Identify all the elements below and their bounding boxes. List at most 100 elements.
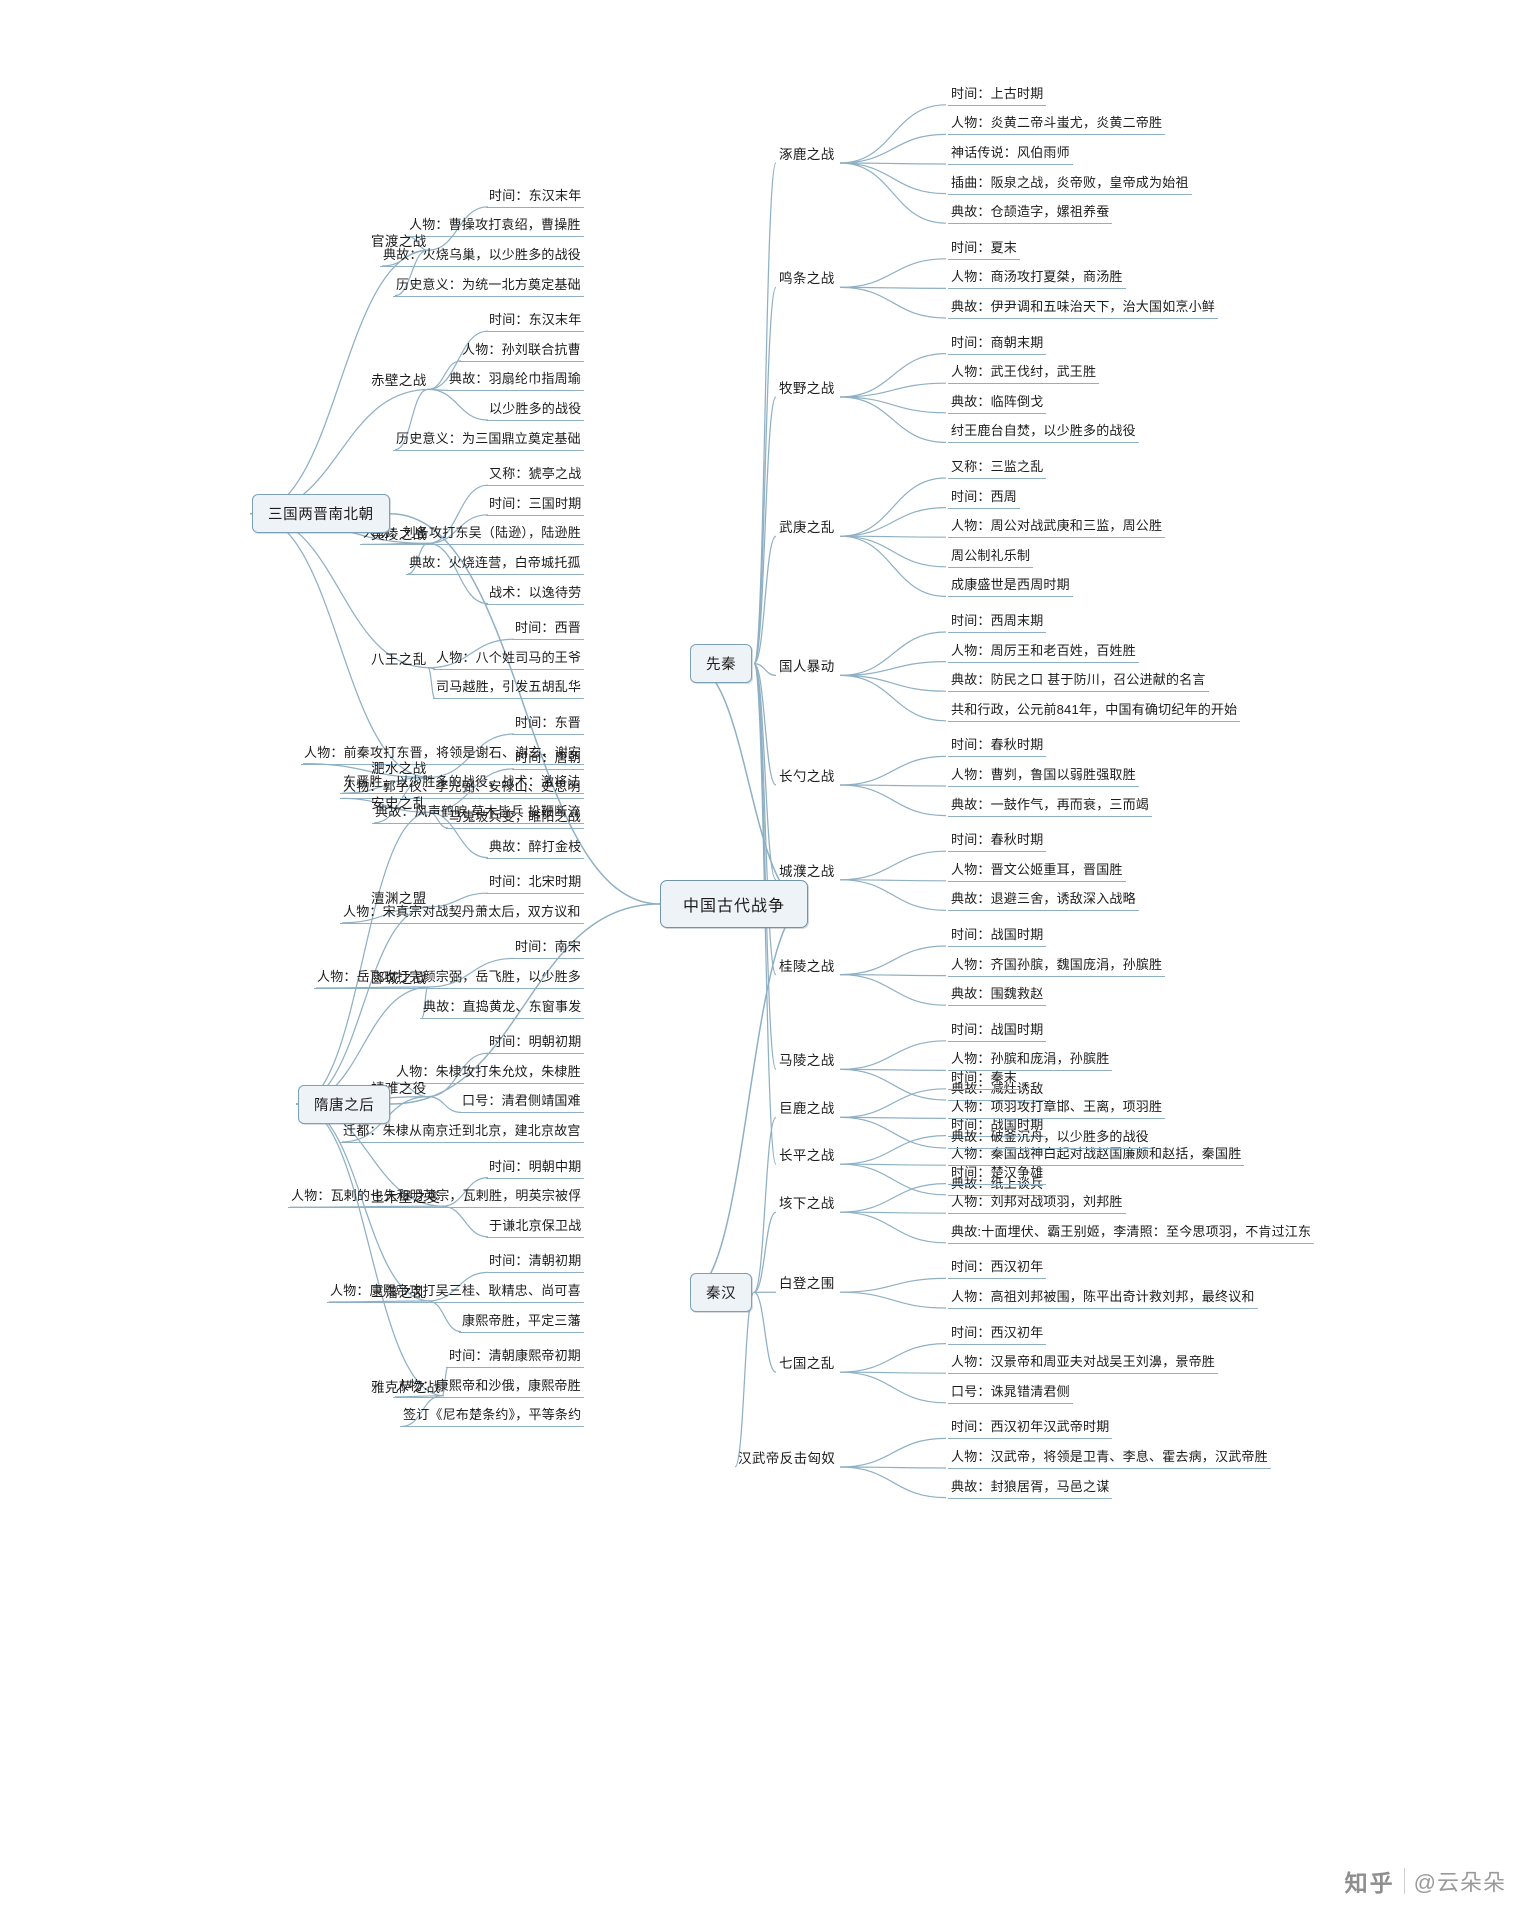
leaf-node[interactable]: 纣王鹿台自焚，以少胜多的战役 <box>948 419 1139 444</box>
leaf-node[interactable]: 时间：秦末 <box>948 1066 1021 1090</box>
leaf-node[interactable]: 典故：防民之口 甚于防川，召公进献的名言 <box>948 668 1209 693</box>
leaf-node[interactable]: 时间：唐朝 <box>512 746 585 770</box>
leaf-node[interactable]: 时间：西周 <box>948 485 1021 509</box>
leaf-node[interactable]: 司马越胜，引发五胡乱华 <box>433 675 585 700</box>
war-node[interactable]: 长平之战 <box>779 1148 835 1164</box>
leaf-node[interactable]: 历史意义：为三国鼎立奠定基础 <box>393 427 584 451</box>
leaf-node[interactable]: 人物：孙刘联合抗曹 <box>459 338 584 362</box>
leaf-node[interactable]: 于谦北京保卫战 <box>486 1214 585 1238</box>
war-node[interactable]: 汉武帝反击匈奴 <box>738 1451 836 1466</box>
leaf-node[interactable]: 典故：围魏救赵 <box>948 982 1047 1007</box>
war-node[interactable]: 白登之围 <box>779 1276 835 1292</box>
war-node[interactable]: 土木堡之变 <box>371 1190 441 1206</box>
leaf-node[interactable]: 时间：楚汉争雄 <box>948 1161 1047 1185</box>
leaf-node[interactable]: 时间：夏末 <box>948 236 1021 260</box>
leaf-node[interactable]: 时间：西汉初年 <box>948 1255 1047 1280</box>
leaf-node[interactable]: 典故：火烧乌巢，以少胜多的战役 <box>380 243 585 267</box>
leaf-node[interactable]: 时间：西周末期 <box>948 609 1047 633</box>
leaf-node[interactable]: 典故：醉打金枝 <box>486 835 585 859</box>
leaf-node[interactable]: 人物：武王伐纣，武王胜 <box>948 360 1100 385</box>
leaf-node[interactable]: 人物：商汤攻打夏桀，商汤胜 <box>948 265 1126 290</box>
leaf-node[interactable]: 人物：周公对战武庚和三监，周公胜 <box>948 514 1166 539</box>
category-node-suitang[interactable]: 隋唐之后 <box>298 1084 391 1124</box>
leaf-node[interactable]: 时间：西汉初年汉武帝时期 <box>948 1415 1113 1440</box>
leaf-node[interactable]: 人物：秦国战神白起对战赵国廉颇和赵括，秦国胜 <box>948 1142 1245 1167</box>
leaf-node[interactable]: 时间：明朝中期 <box>486 1155 585 1179</box>
leaf-node[interactable]: 时间：西晋 <box>512 616 585 641</box>
leaf-node[interactable]: 人物：曹刿，鲁国以弱胜强取胜 <box>948 763 1139 787</box>
leaf-node[interactable]: 时间：东汉末年 <box>486 184 585 208</box>
leaf-node[interactable]: 人物：康熙帝和沙俄，康熙帝胜 <box>393 1374 584 1398</box>
leaf-node[interactable]: 典故：退避三舍，诱敌深入战略 <box>948 887 1139 912</box>
war-node[interactable]: 牧野之战 <box>779 381 835 396</box>
leaf-node[interactable]: 人物：汉景帝和周亚夫对战吴王刘濞，景帝胜 <box>948 1350 1219 1375</box>
category-node-qinhan[interactable]: 秦汉 <box>690 1272 753 1312</box>
leaf-node[interactable]: 成康盛世是西周时期 <box>948 573 1073 598</box>
leaf-node[interactable]: 人物：齐国孙膑，魏国庞涓，孙膑胜 <box>948 953 1166 977</box>
leaf-node[interactable]: 时间：战国时期 <box>948 1018 1047 1042</box>
leaf-node[interactable]: 时间：明朝初期 <box>486 1030 585 1055</box>
war-node[interactable]: 马陵之战 <box>779 1053 835 1069</box>
leaf-node[interactable]: 时间：清朝康熙帝初期 <box>446 1344 585 1369</box>
war-node[interactable]: 巨鹿之战 <box>779 1101 835 1117</box>
leaf-node[interactable]: 时间：东晋 <box>512 711 585 735</box>
leaf-node[interactable]: 迁都：朱棣从南京迁到北京，建北京故宫 <box>340 1119 584 1143</box>
leaf-node[interactable]: 人物：八个姓司马的王爷 <box>433 646 585 670</box>
leaf-node[interactable]: 又称：三监之乱 <box>948 455 1047 479</box>
war-node[interactable]: 长勺之战 <box>779 769 835 784</box>
leaf-node[interactable]: 典故：风声鹤唳 草木皆兵 投鞭断流 <box>372 800 584 824</box>
leaf-node[interactable]: 口号：诛晁错清君侧 <box>948 1380 1073 1404</box>
war-node[interactable]: 鸣条之战 <box>779 271 835 287</box>
war-node[interactable]: 淝水之战 <box>371 761 427 777</box>
leaf-node[interactable]: 人物：汉武帝，将领是卫青、李息、霍去病，汉武帝胜 <box>948 1445 1271 1469</box>
leaf-node[interactable]: 周公制礼乐制 <box>948 544 1034 568</box>
leaf-node[interactable]: 典故：减灶诱敌 <box>948 1077 1047 1101</box>
leaf-node[interactable]: 战术：以逸待劳 <box>486 581 585 605</box>
leaf-node[interactable]: 时间：南宋 <box>512 935 585 960</box>
leaf-node[interactable]: 时间：战国时期 <box>948 923 1047 947</box>
war-node[interactable]: 城濮之战 <box>779 863 835 879</box>
leaf-node[interactable]: 人物：孙膑和庞涓，孙膑胜 <box>948 1047 1113 1072</box>
leaf-node[interactable]: 时间：北宋时期 <box>486 870 585 895</box>
leaf-node[interactable]: 时间：上古时期 <box>948 82 1047 106</box>
war-node[interactable]: 涿鹿之战 <box>779 147 835 162</box>
war-node[interactable]: 安史之乱 <box>371 796 427 812</box>
leaf-node[interactable]: 典故：伊尹调和五味治天下，治大国如烹小鲜 <box>948 295 1219 319</box>
war-node[interactable]: 武庚之乱 <box>779 520 835 536</box>
leaf-node[interactable]: 人物：周厉王和老百姓，百姓胜 <box>948 639 1139 663</box>
leaf-node[interactable]: 康熙帝胜，平定三藩 <box>459 1309 584 1333</box>
leaf-node[interactable]: 时间：春秋时期 <box>948 828 1047 853</box>
war-node[interactable]: 七国之乱 <box>779 1356 835 1372</box>
leaf-node[interactable]: 人物：项羽攻打章邯、王离，项羽胜 <box>948 1095 1166 1120</box>
leaf-node[interactable]: 典故：直捣黄龙、东窗事发 <box>420 995 585 1019</box>
leaf-node[interactable]: 人物：炎黄二帝斗蚩尤，炎黄二帝胜 <box>948 111 1166 136</box>
leaf-node[interactable]: 东晋胜，以少胜多的战役，战术：激将法 <box>340 770 584 795</box>
war-node[interactable]: 八王之乱 <box>371 651 427 667</box>
leaf-node[interactable]: 又称：猇亭之战 <box>486 462 585 487</box>
category-node-sanguo[interactable]: 三国两晋南北朝 <box>252 494 390 534</box>
leaf-node[interactable]: 人物：郭子仪、李光弼、安禄山、史思明 <box>340 775 584 800</box>
leaf-node[interactable]: 典故：封狼居胥，马邑之谋 <box>948 1475 1113 1499</box>
leaf-node[interactable]: 人物：晋文公姬重耳，晋国胜 <box>948 858 1126 882</box>
war-node[interactable]: 垓下之战 <box>779 1196 835 1212</box>
war-node[interactable]: 桂陵之战 <box>779 958 835 974</box>
leaf-node[interactable]: 时间：清朝初期 <box>486 1249 585 1274</box>
leaf-node[interactable]: 典故：仓颉造字，嫘祖养蚕 <box>948 200 1113 225</box>
leaf-node[interactable]: 人物：高祖刘邦被围，陈平出奇计救刘邦，最终议和 <box>948 1285 1258 1309</box>
leaf-node[interactable]: 时间：西汉初年 <box>948 1321 1047 1345</box>
leaf-node[interactable]: 人物：刘备攻打东吴（陆逊），陆逊胜 <box>360 521 584 546</box>
war-node[interactable]: 国人暴动 <box>779 659 835 675</box>
leaf-node[interactable]: 典故：火烧连营，白帝城托孤 <box>406 551 584 575</box>
leaf-node[interactable]: 人物：康熙帝攻打吴三桂、耿精忠、尚可喜 <box>327 1279 584 1303</box>
leaf-node[interactable]: 人物：前秦攻打东晋，将领是谢石、谢玄、谢安 <box>301 741 585 765</box>
war-node[interactable]: 澶渊之盟 <box>371 891 427 906</box>
leaf-node[interactable]: 历史意义：为统一北方奠定基础 <box>393 273 584 297</box>
leaf-node[interactable]: 时间：战国时期 <box>948 1113 1047 1137</box>
root-node[interactable]: 中国古代战争 <box>660 880 809 928</box>
leaf-node[interactable]: 以少胜多的战役 <box>486 397 585 421</box>
leaf-node[interactable]: 时间：商朝末期 <box>948 331 1047 355</box>
leaf-node[interactable]: 口号：清君侧靖国难 <box>459 1089 584 1114</box>
war-node[interactable]: 三藩之乱 <box>371 1285 427 1300</box>
leaf-node[interactable]: 典故：临阵倒戈 <box>948 390 1047 414</box>
leaf-node[interactable]: 时间：三国时期 <box>486 492 585 516</box>
